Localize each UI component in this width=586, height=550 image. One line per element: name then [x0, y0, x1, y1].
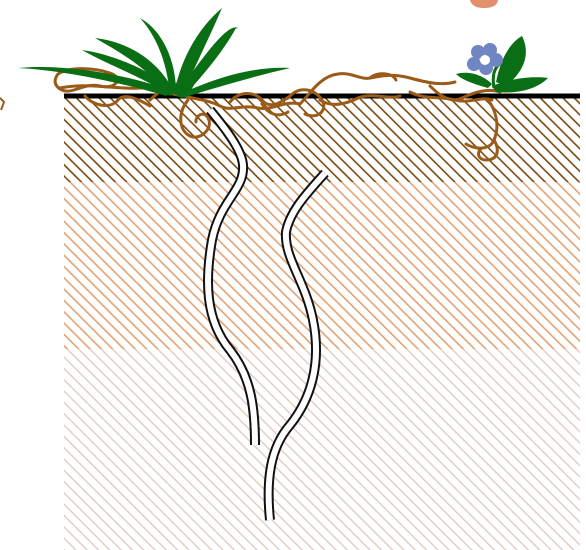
- flower: [467, 43, 503, 75]
- grass-tuft: [18, 8, 290, 98]
- substratum-layer: [64, 349, 580, 550]
- corner-object: [470, 0, 498, 8]
- subsoil-layer: [64, 182, 580, 349]
- left-edge-mark: [0, 98, 4, 110]
- flowering-plant: [456, 36, 548, 92]
- plant-leaf: [456, 73, 492, 88]
